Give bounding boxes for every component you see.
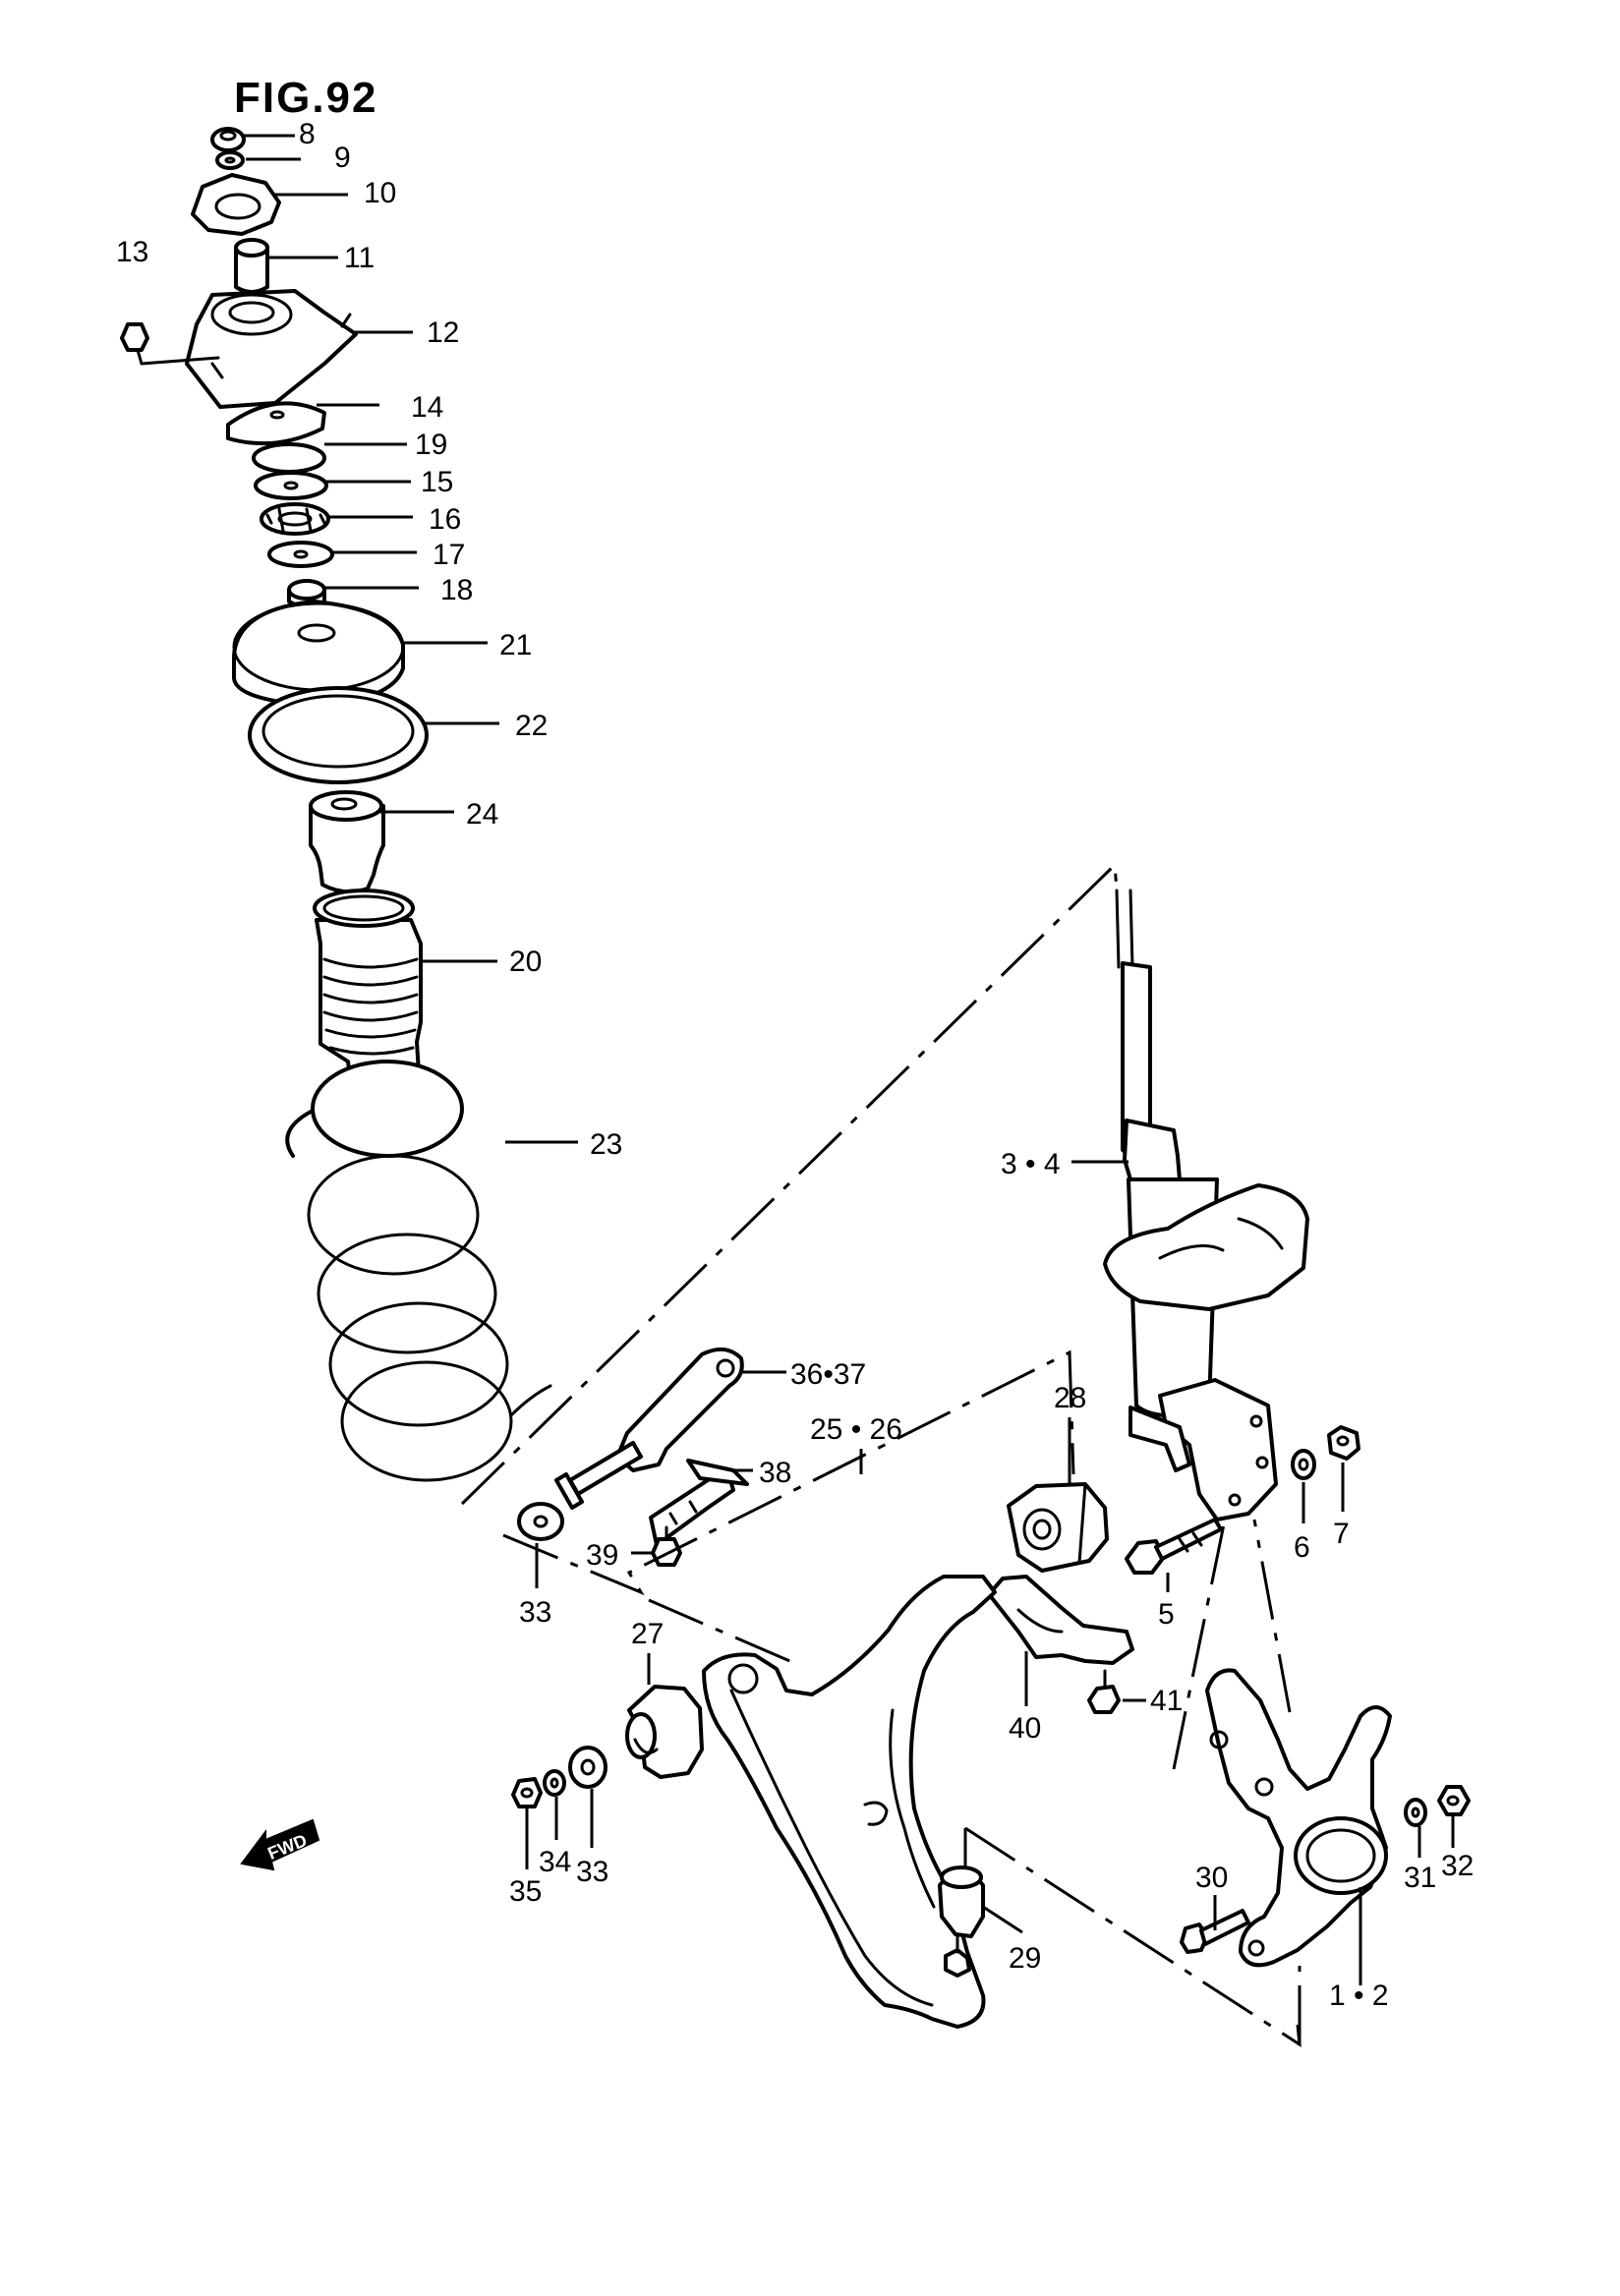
- fwd-arrow-icon: [240, 1818, 320, 1871]
- callout-6: 6: [1294, 1531, 1310, 1564]
- callout-3-4: 3 • 4: [1001, 1148, 1061, 1180]
- part-15-washer: [254, 471, 328, 500]
- figure-title: FIG.92: [234, 74, 378, 122]
- part-1-2-knuckle: [1205, 1668, 1392, 1968]
- part-8-nut: [210, 127, 246, 152]
- callout-12: 12: [427, 316, 459, 349]
- callout-14: 14: [411, 391, 443, 424]
- part-39-bolt: [651, 1525, 682, 1567]
- callout-41: 41: [1150, 1685, 1183, 1717]
- callout-labels: 8 9 10 11 12 13 14 19 15 16 17 18 21 22 …: [116, 118, 1474, 2012]
- part-24-bump-stop: [309, 790, 385, 894]
- callout-28: 28: [1054, 1382, 1086, 1414]
- callout-36-37: 36•37: [790, 1358, 866, 1391]
- callout-15: 15: [421, 466, 453, 498]
- part-35-nut: [511, 1777, 543, 1808]
- callout-33-lower: 33: [576, 1856, 608, 1888]
- callout-32: 32: [1441, 1850, 1474, 1882]
- part-33-washer-lower: [568, 1746, 608, 1789]
- callout-24: 24: [466, 798, 498, 831]
- part-22-insulator: [248, 686, 429, 784]
- part-13-nut: [120, 322, 220, 366]
- callout-18: 18: [440, 574, 473, 606]
- callout-7: 7: [1333, 1518, 1350, 1550]
- part-28-bushing: [1007, 1482, 1109, 1573]
- fwd-badge: FWD: [240, 1818, 320, 1871]
- part-33-washer-upper: [517, 1502, 564, 1541]
- part-16-bearing: [260, 502, 330, 536]
- part-9-washer: [215, 150, 245, 170]
- callout-21: 21: [499, 629, 532, 661]
- part-7-nut: [1327, 1425, 1360, 1461]
- callout-30: 30: [1195, 1862, 1228, 1894]
- callout-38: 38: [759, 1457, 791, 1489]
- part-21-spring-seat: [232, 600, 405, 708]
- part-19-ring: [252, 442, 326, 474]
- part-36-37-link: [554, 1347, 744, 1510]
- callout-39: 39: [586, 1539, 618, 1572]
- callout-35: 35: [509, 1875, 542, 1908]
- assembly-guide-lines: [460, 861, 1302, 2047]
- part-30-bolt: [1180, 1909, 1250, 1954]
- part-41-bolt: [1087, 1669, 1121, 1714]
- part-17-washer: [267, 541, 334, 568]
- callout-22: 22: [515, 710, 548, 742]
- callout-23: 23: [590, 1128, 622, 1161]
- part-11-bushing: [234, 238, 269, 294]
- part-23-coil-spring: [285, 1060, 552, 1482]
- callout-20: 20: [509, 946, 542, 978]
- callout-9: 9: [334, 142, 351, 174]
- callout-19: 19: [415, 429, 447, 461]
- part-12-strut-mount: [185, 289, 358, 409]
- callout-27: 27: [631, 1618, 664, 1650]
- part-40-clamp: [987, 1575, 1134, 1665]
- part-27-bushing: [625, 1685, 704, 1779]
- callout-40: 40: [1009, 1712, 1041, 1745]
- part-10-plate: [191, 173, 281, 236]
- part-3-4-strut: [1103, 889, 1309, 1521]
- part-29-ball-joint: [938, 1866, 985, 1978]
- callout-25-26: 25 • 26: [810, 1413, 902, 1446]
- callout-8: 8: [299, 118, 316, 150]
- callout-31: 31: [1404, 1862, 1436, 1894]
- callout-leaders: [244, 134, 1455, 1985]
- part-6-washer: [1291, 1449, 1316, 1480]
- callout-13: 13: [116, 236, 148, 268]
- callout-16: 16: [429, 503, 461, 536]
- callout-29: 29: [1009, 1942, 1041, 1975]
- part-32-nut: [1437, 1785, 1471, 1816]
- part-31-washer: [1404, 1798, 1427, 1827]
- callout-11: 11: [344, 242, 375, 274]
- callout-1-2: 1 • 2: [1329, 1980, 1389, 2012]
- part-20-boot: [313, 889, 423, 1083]
- part-34-washer: [543, 1769, 566, 1797]
- callout-33-upper: 33: [519, 1596, 551, 1629]
- callout-10: 10: [364, 177, 396, 209]
- callout-17: 17: [433, 539, 465, 571]
- part-14-dust-cover: [226, 401, 326, 446]
- part-5-bolt: [1125, 1518, 1223, 1575]
- callout-34: 34: [539, 1846, 571, 1878]
- callout-5: 5: [1158, 1598, 1175, 1631]
